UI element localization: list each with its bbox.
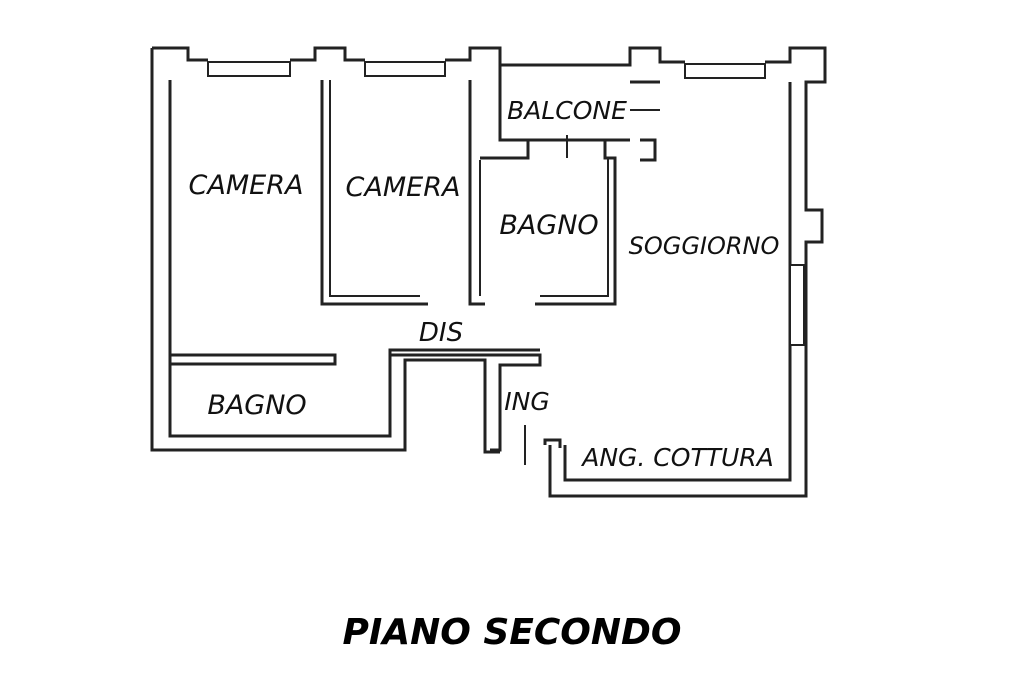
label-balcone: BALCONE bbox=[507, 96, 627, 125]
outer-walls bbox=[150, 46, 827, 498]
interior-walls bbox=[170, 80, 660, 465]
window-soggiorno bbox=[684, 63, 766, 79]
window-camera-1 bbox=[207, 61, 291, 77]
label-ing: ING bbox=[504, 387, 549, 416]
windows bbox=[207, 61, 805, 346]
label-camera-2: CAMERA bbox=[346, 172, 461, 203]
floor-title: PIANO SECONDO bbox=[342, 612, 682, 653]
label-soggiorno: SOGGIORNO bbox=[629, 232, 780, 260]
label-dis: DIS bbox=[419, 318, 463, 348]
label-bagno-2: BAGNO bbox=[207, 390, 306, 421]
label-ang-cottura: ANG. COTTURA bbox=[580, 443, 774, 472]
label-bagno-1: BAGNO bbox=[499, 210, 598, 241]
window-camera-2 bbox=[364, 61, 446, 77]
window-soggiorno-side bbox=[789, 264, 805, 346]
label-camera-1: CAMERA bbox=[189, 170, 304, 201]
